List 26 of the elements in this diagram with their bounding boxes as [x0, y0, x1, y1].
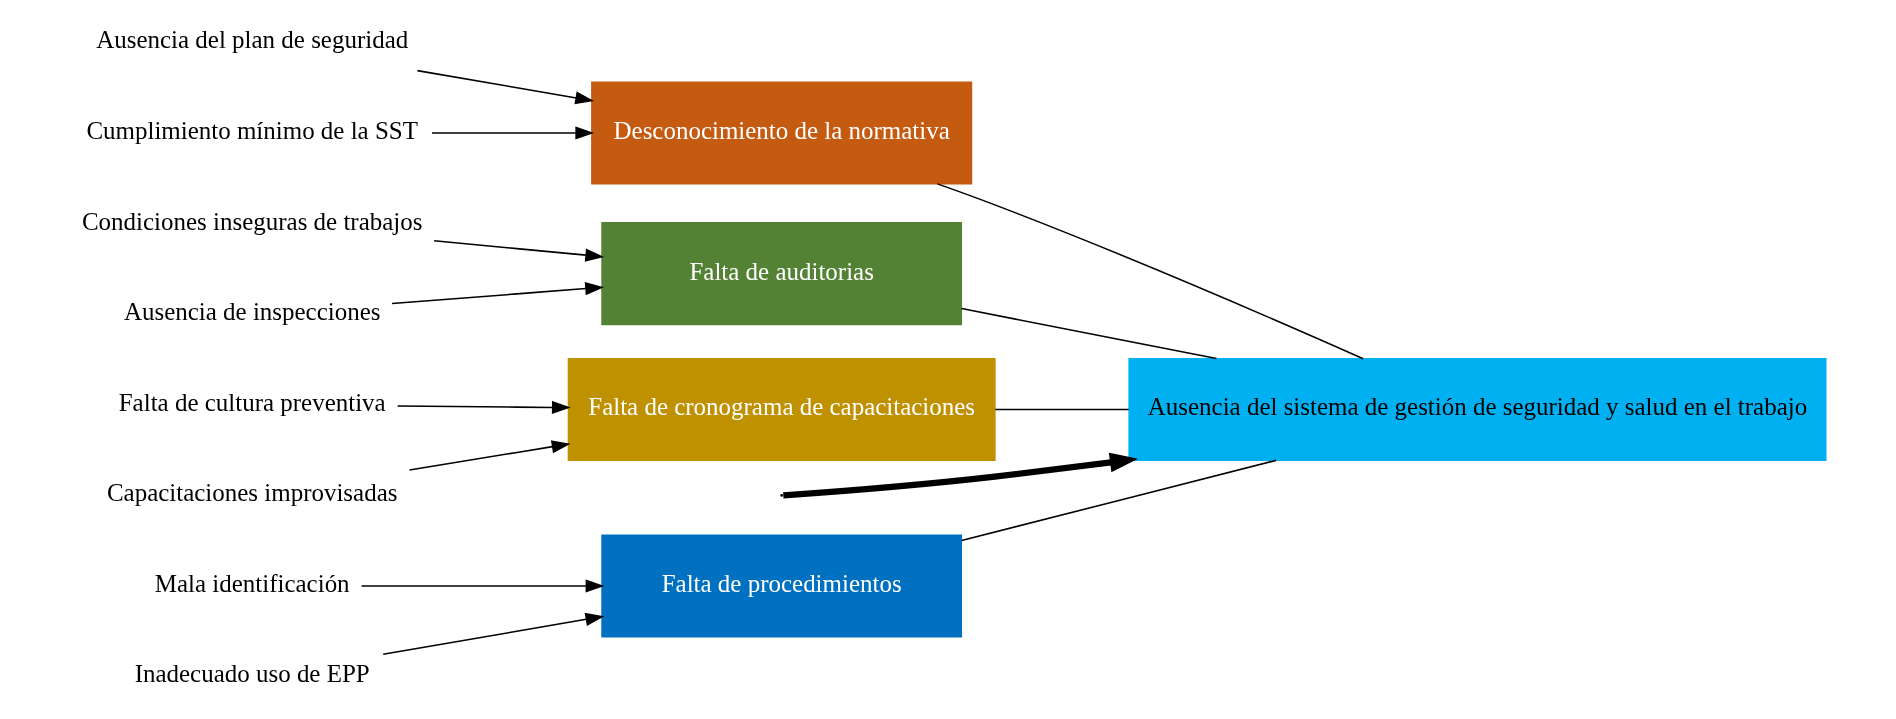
node-text: Ausencia del plan de seguridad — [96, 26, 409, 54]
arrow — [431, 126, 595, 140]
node-text: Falta de cultura preventiva — [118, 388, 386, 416]
arrow — [416, 69, 595, 105]
node-text: Inadecuado uso de EPP — [134, 660, 370, 688]
arrow — [396, 400, 571, 414]
arrow — [783, 452, 1139, 499]
arrow — [382, 612, 605, 656]
connector — [960, 459, 1277, 542]
connector — [994, 408, 1130, 411]
connector — [936, 183, 1364, 360]
arrow — [360, 579, 605, 593]
connector — [960, 307, 1218, 360]
node-text: Capacitaciones improvisadas — [106, 479, 398, 507]
node-box: Desconocimiento de la normativa — [591, 81, 973, 185]
node-box: Ausencia del sistema de gestión de seguridad y salud en el trabajo — [1128, 357, 1827, 461]
node-text: Condiciones inseguras de trabajos — [81, 207, 423, 235]
node-box: Falta de procedimientos — [601, 534, 963, 638]
arrow — [433, 239, 605, 262]
node-box: Falta de cronograma de capacitaciones — [567, 357, 996, 461]
arrow — [408, 440, 571, 471]
node-box: Falta de auditorias — [601, 222, 963, 326]
node-text: Cumplimiento mínimo de la SST — [86, 116, 418, 144]
arrow — [391, 282, 604, 305]
node-text: Ausencia de inspecciones — [123, 298, 381, 326]
node-text: Mala identificación — [154, 569, 350, 597]
